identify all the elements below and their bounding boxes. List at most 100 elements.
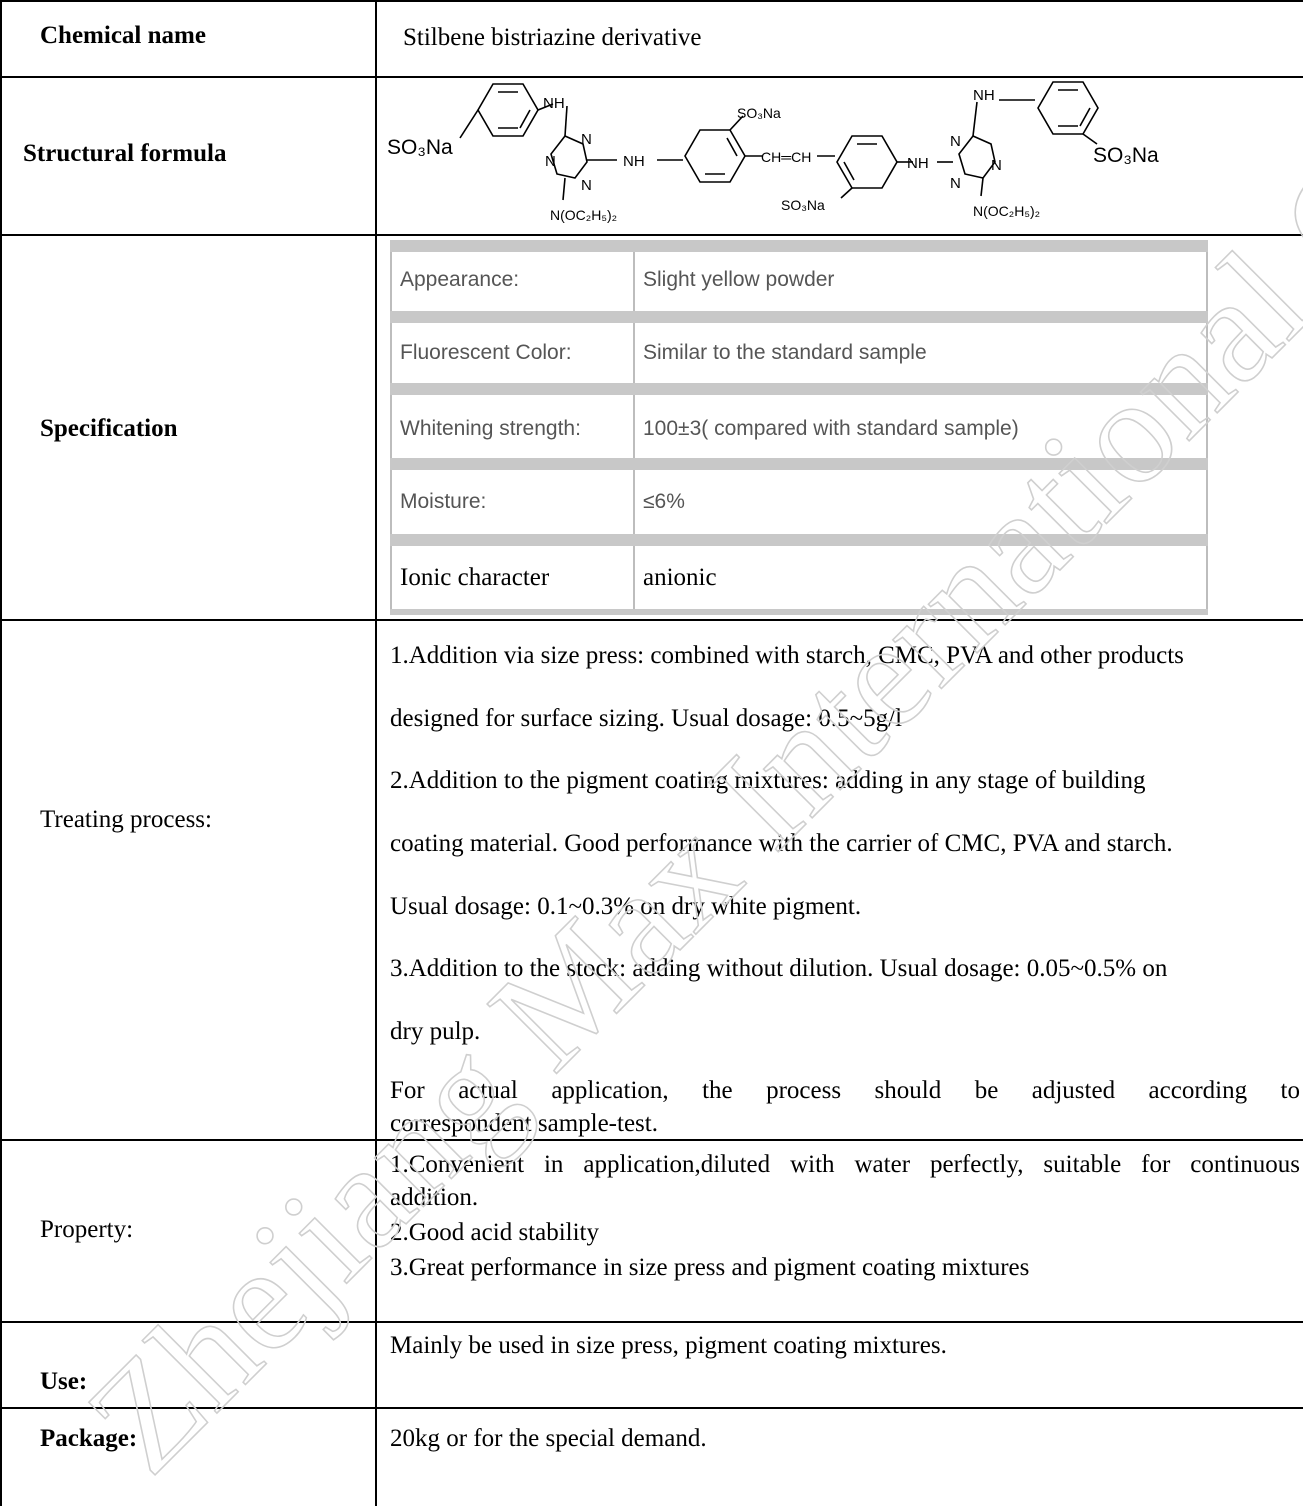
use-value: Mainly be used in size press, pigment co… bbox=[390, 1332, 947, 1359]
property-line1: 1.Convenient in application,diluted with… bbox=[390, 1151, 1300, 1179]
spec-row-moisture: Moisture: ≤6% bbox=[390, 470, 1208, 534]
spec-name-cell: Whitening strength: bbox=[390, 395, 635, 458]
treating-process-label: Treating process: bbox=[40, 806, 212, 833]
specification-label-cell: Specification bbox=[0, 235, 377, 620]
spec-band bbox=[390, 311, 1208, 323]
property-label-cell: Property: bbox=[0, 1140, 377, 1322]
treating-line: 3.Addition to the stock: adding without … bbox=[390, 955, 1168, 982]
property-word: suitable bbox=[1043, 1151, 1122, 1178]
treating-line: coating material. Good performance with … bbox=[390, 830, 1173, 857]
package-value: 20kg or for the special demand. bbox=[390, 1425, 707, 1452]
spec-name: Fluorescent Color: bbox=[400, 341, 572, 364]
row-divider bbox=[0, 619, 1303, 621]
row-divider bbox=[0, 1321, 1303, 1323]
property-label: Property: bbox=[40, 1216, 134, 1243]
formula-n: N bbox=[991, 157, 1002, 174]
package-value-cell: 20kg or for the special demand. bbox=[377, 1408, 1303, 1506]
spec-value: Slight yellow powder bbox=[643, 268, 835, 291]
structural-formula-label-cell: Structural formula bbox=[0, 77, 377, 235]
property-value-cell: 1.Convenient in application,diluted with… bbox=[377, 1140, 1303, 1322]
row-divider bbox=[0, 76, 1303, 78]
property-line: 3.Great performance in size press and pi… bbox=[390, 1254, 1030, 1281]
chemical-name-value: Stilbene bistriazine derivative bbox=[403, 24, 702, 51]
use-label-cell: Use: bbox=[0, 1322, 377, 1408]
use-value-cell: Mainly be used in size press, pigment co… bbox=[377, 1322, 1303, 1408]
row-divider bbox=[0, 234, 1303, 236]
package-label-cell: Package: bbox=[0, 1408, 377, 1506]
formula-nh-mid-left: NH bbox=[623, 153, 645, 170]
note-word: be bbox=[974, 1077, 999, 1104]
chemical-name-label-cell: Chemical name bbox=[0, 0, 377, 77]
formula-ch-ch: CH═CH bbox=[761, 149, 811, 165]
specification-label: Specification bbox=[40, 415, 178, 442]
chemical-name-label: Chemical name bbox=[40, 22, 206, 49]
treating-note-line: For actual application, the process shou… bbox=[390, 1077, 1300, 1105]
spec-band bbox=[390, 383, 1208, 395]
row-divider bbox=[0, 1139, 1303, 1141]
table-top-border bbox=[0, 0, 1303, 2]
spec-value: Similar to the standard sample bbox=[643, 341, 927, 364]
spec-name: Moisture: bbox=[400, 490, 487, 513]
treating-note-line2: correspondent sample-test. bbox=[390, 1110, 658, 1137]
formula-so3na-top: SO₃Na bbox=[737, 105, 781, 121]
property-word: perfectly, bbox=[929, 1151, 1024, 1178]
formula-n: N bbox=[581, 177, 592, 194]
property-word: continuous bbox=[1190, 1151, 1300, 1178]
spec-row-whitening-strength: Whitening strength: 100±3( compared with… bbox=[390, 395, 1208, 458]
note-word: should bbox=[874, 1077, 942, 1104]
spec-name-cell: Fluorescent Color: bbox=[390, 323, 635, 383]
spec-row-appearance: Appearance: Slight yellow powder bbox=[390, 252, 1208, 311]
spec-value-cell: anionic bbox=[635, 546, 1208, 609]
spec-value: anionic bbox=[643, 564, 717, 591]
spec-band bbox=[390, 534, 1208, 546]
structural-formula-label: Structural formula bbox=[23, 140, 227, 167]
note-word: adjusted bbox=[1031, 1077, 1116, 1104]
formula-so3na-right: SO₃Na bbox=[1093, 144, 1159, 167]
spec-name-cell: Moisture: bbox=[390, 470, 635, 534]
note-word: For bbox=[390, 1077, 425, 1104]
formula-n: N bbox=[581, 131, 592, 148]
formula-so3na-bottom: SO₃Na bbox=[781, 197, 825, 213]
spec-value-cell: Similar to the standard sample bbox=[635, 323, 1208, 383]
row-divider bbox=[0, 1407, 1303, 1409]
formula-n: N bbox=[950, 133, 961, 150]
formula-amine-left: N(OC₂H₅)₂ bbox=[550, 207, 617, 223]
spec-name: Ionic character bbox=[400, 564, 550, 591]
property-word: in bbox=[543, 1151, 564, 1178]
spec-row-fluorescent-color: Fluorescent Color: Similar to the standa… bbox=[390, 323, 1208, 383]
treating-line: 2.Addition to the pigment coating mixtur… bbox=[390, 767, 1146, 794]
spec-row-ionic-character: Ionic character anionic bbox=[390, 546, 1208, 609]
package-label: Package: bbox=[40, 1425, 138, 1452]
note-word: according bbox=[1148, 1077, 1248, 1104]
table-left-border bbox=[0, 0, 2, 1506]
spec-name-cell: Appearance: bbox=[390, 252, 635, 311]
formula-nh-left: NH bbox=[543, 95, 565, 112]
spec-band bbox=[390, 609, 1208, 615]
spec-name-cell: Ionic character bbox=[390, 546, 635, 609]
formula-amine-right: N(OC₂H₅)₂ bbox=[973, 203, 1040, 219]
note-word: application, bbox=[551, 1077, 669, 1104]
treating-process-value-cell: 1.Addition via size press: combined with… bbox=[377, 620, 1303, 1140]
use-label: Use: bbox=[40, 1368, 88, 1395]
treating-process-label-cell: Treating process: bbox=[0, 620, 377, 1140]
formula-nh-right: NH bbox=[973, 87, 995, 104]
formula-nh-mid-right: NH bbox=[907, 155, 929, 172]
spec-value-cell: Slight yellow powder bbox=[635, 252, 1208, 311]
property-word: water bbox=[854, 1151, 911, 1178]
spec-value-cell: ≤6% bbox=[635, 470, 1208, 534]
spec-value: 100±3( compared with standard sample) bbox=[643, 417, 1019, 440]
treating-line: 1.Addition via size press: combined with… bbox=[390, 642, 1184, 669]
chemical-name-value-cell: Stilbene bistriazine derivative bbox=[377, 0, 1303, 77]
property-word: with bbox=[790, 1151, 835, 1178]
specification-subtable: Appearance: Slight yellow powder Fluores… bbox=[390, 240, 1208, 615]
property-line: 2.Good acid stability bbox=[390, 1219, 599, 1246]
property-line: addition. bbox=[390, 1184, 479, 1211]
spec-band bbox=[390, 458, 1208, 470]
treating-line: designed for surface sizing. Usual dosag… bbox=[390, 705, 903, 732]
note-word: process bbox=[766, 1077, 842, 1104]
note-word: to bbox=[1280, 1077, 1300, 1104]
property-word: for bbox=[1141, 1151, 1171, 1178]
spec-name: Whitening strength: bbox=[400, 417, 581, 440]
spec-value: ≤6% bbox=[643, 490, 685, 513]
formula-n: N bbox=[950, 175, 961, 192]
